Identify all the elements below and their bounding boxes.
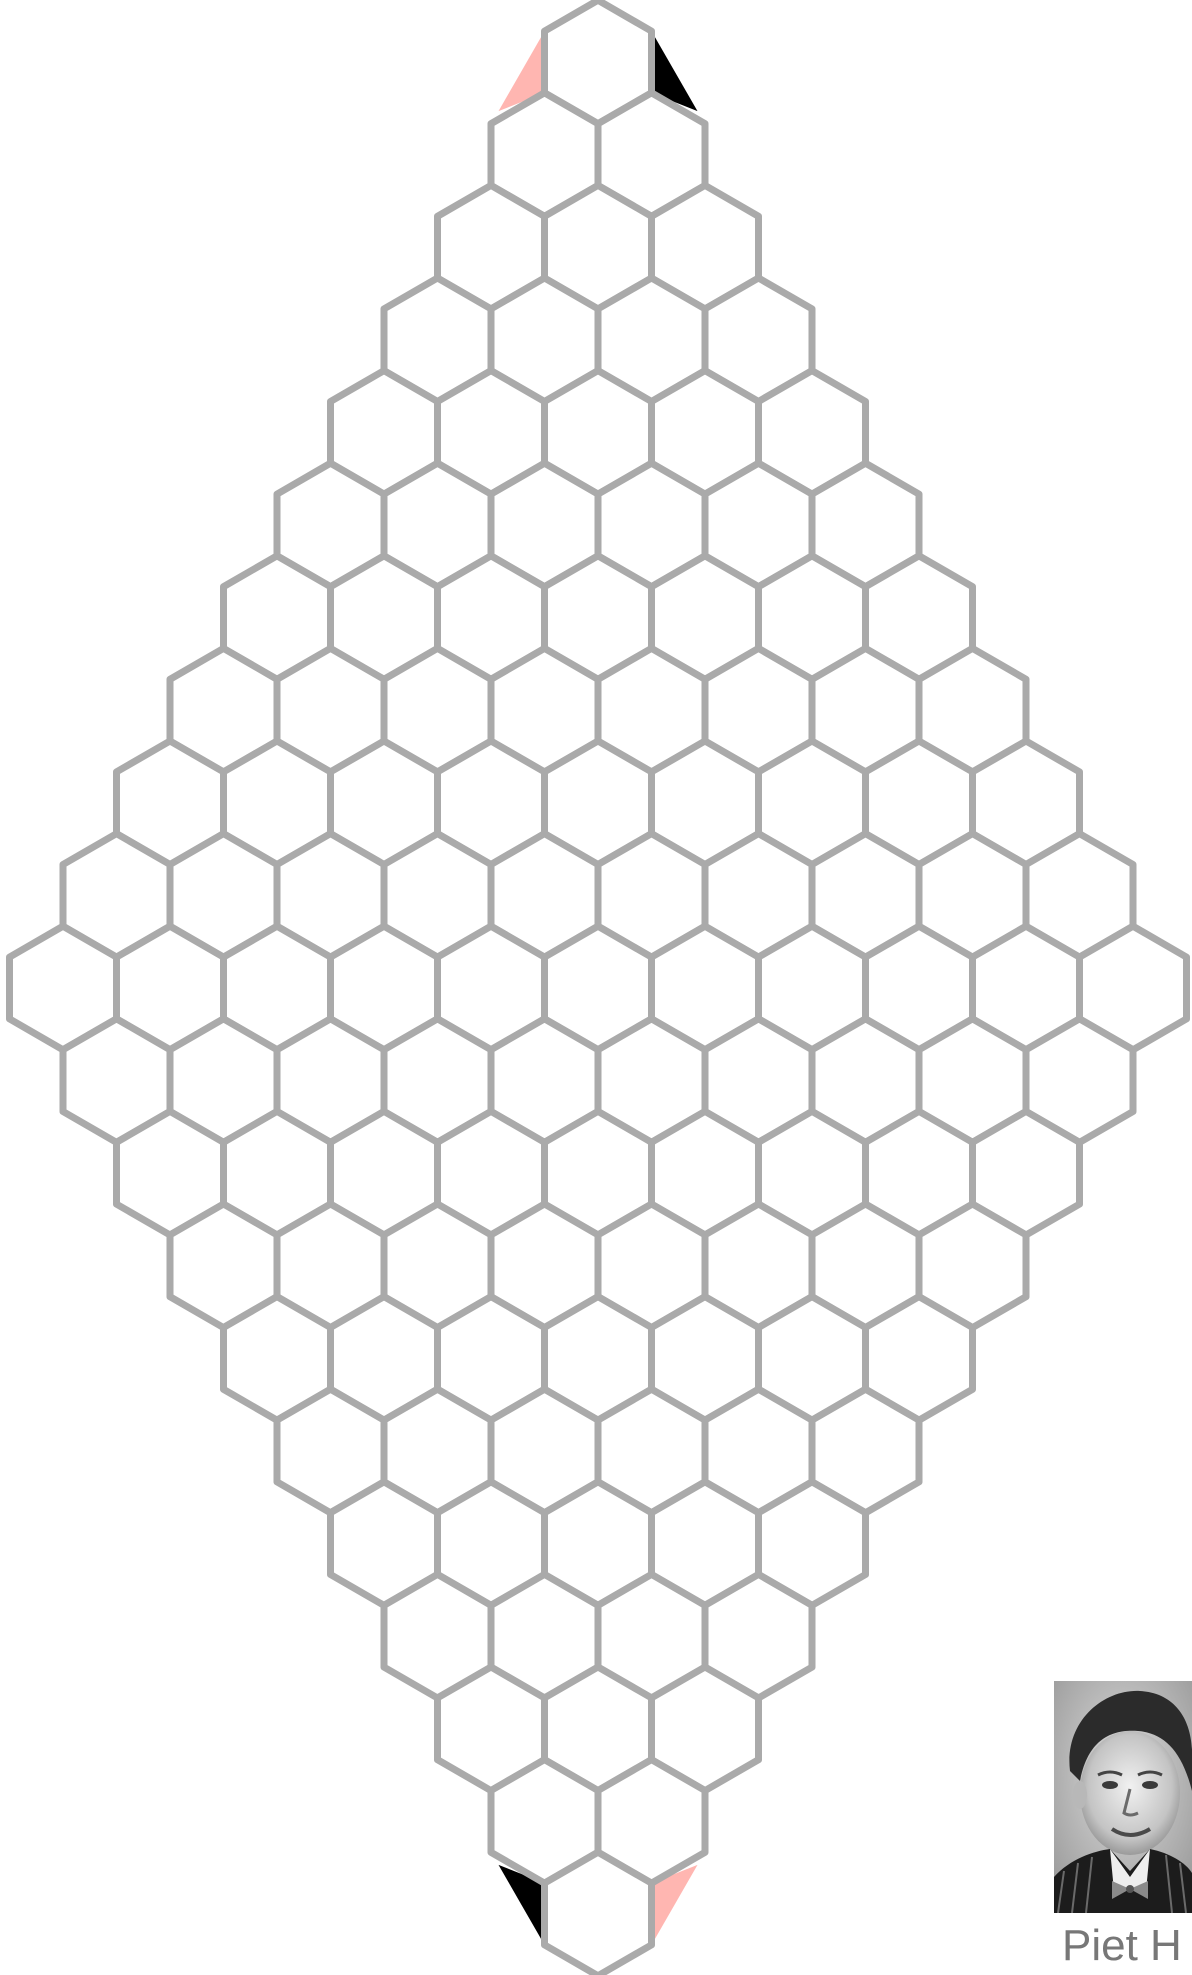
portrait-caption: Piet H bbox=[1062, 1922, 1182, 1970]
hex-cells bbox=[10, 0, 1187, 1975]
portrait-photo bbox=[1054, 1681, 1192, 1913]
hex-cell[interactable] bbox=[545, 1852, 652, 1975]
